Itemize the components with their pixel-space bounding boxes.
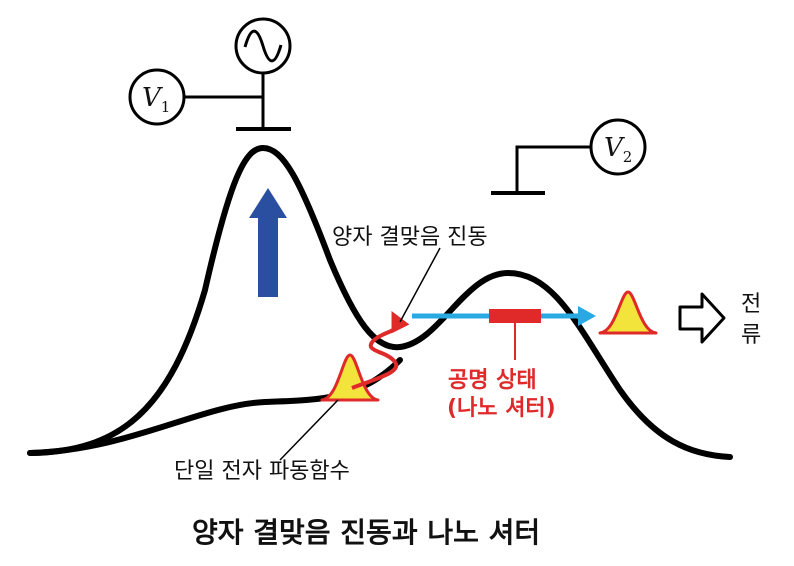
current-label-char2: 류 [741,323,761,348]
resonance-state-bar [489,309,541,323]
resonance-label-line2: (나노 셔터) [447,396,556,421]
voltage-source-v2: V2 [589,118,647,176]
up-arrow-icon [249,188,287,297]
quantum-vibration-label: 양자 결맞음 진동 [332,225,488,250]
vibration-pointer-line [399,247,441,323]
sine-wave-icon [243,29,283,63]
coherent-vibration-path [351,311,410,390]
single-electron-label: 단일 전자 파동함수 [174,459,350,484]
ac-source [234,17,292,75]
figure-caption: 양자 결맞음 진동과 나노 셔터 [192,516,540,549]
transmitted-wave-packet [598,290,658,335]
single-electron-wave-packet [320,353,380,402]
v1-label: V1 [142,83,170,116]
upper-potential-curve [27,144,733,460]
v2-label: V2 [604,133,632,166]
voltage-source-v1: V1 [128,68,186,126]
resonance-label-line1: 공명 상태 [448,368,537,393]
wire-v2 [515,145,591,193]
current-label-char1: 전 [741,292,761,317]
outline-right-arrow-icon [678,292,726,344]
electron-pointer-line [279,399,339,461]
